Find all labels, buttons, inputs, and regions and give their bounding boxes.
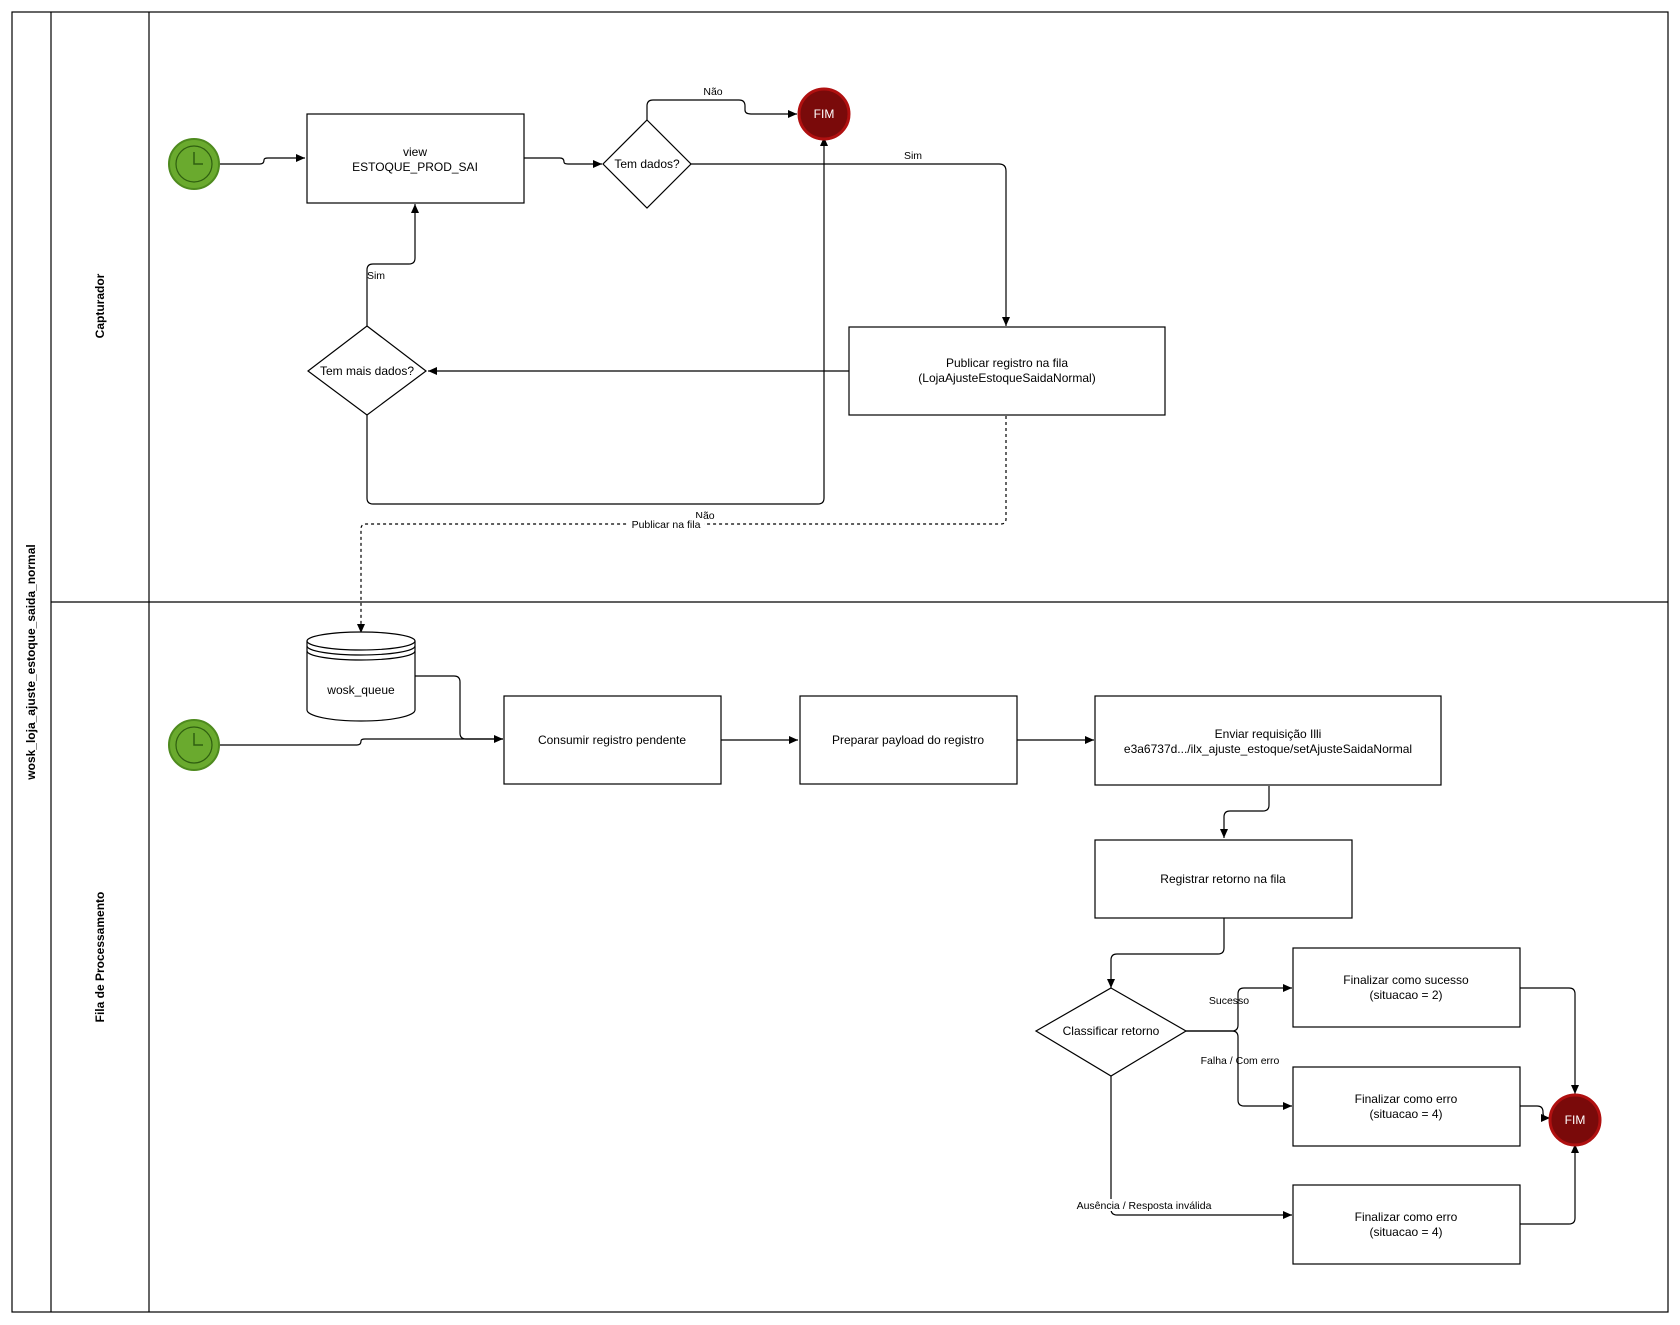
edge-start2-to-consumir xyxy=(219,735,503,746)
task-view: view ESTOQUE_PROD_SAI xyxy=(306,113,525,204)
edge-sim-to-view xyxy=(366,204,419,326)
edge-label-sim-right: Sim xyxy=(904,150,922,162)
edge-erro2-to-fim xyxy=(1520,1144,1579,1225)
svg-text:e3a6737d.../ilx_ajuste_estoque: e3a6737d.../ilx_ajuste_estoque/setAjuste… xyxy=(1124,742,1412,756)
edge-label-sucesso: Sucesso xyxy=(1209,995,1249,1007)
task-registrar: Registrar retorno na fila xyxy=(1094,839,1353,919)
svg-text:Finalizar como sucesso: Finalizar como sucesso xyxy=(1343,973,1469,987)
pool-title: wosk_loja_ajuste_estoque_saida_normal xyxy=(24,544,38,780)
edge-view-to-tem-dados xyxy=(524,157,602,168)
svg-text:(situacao = 2): (situacao = 2) xyxy=(1369,988,1442,1002)
lane-title-capturador: Capturador xyxy=(93,273,107,338)
edge-sucesso xyxy=(1186,984,1292,1032)
svg-text:(situacao = 4): (situacao = 4) xyxy=(1369,1107,1442,1121)
edge-label-ausencia: Ausência / Resposta inválida xyxy=(1077,1200,1212,1212)
task-preparar: Preparar payload do registro xyxy=(799,695,1018,785)
start-event-timer-bottom xyxy=(168,719,220,771)
svg-text:Consumir registro pendente: Consumir registro pendente xyxy=(538,733,686,747)
edge-registrar-to-classificar xyxy=(1107,918,1225,988)
svg-text:Tem mais dados?: Tem mais dados? xyxy=(320,364,414,378)
svg-text:Tem dados?: Tem dados? xyxy=(614,157,680,171)
svg-text:Finalizar como erro: Finalizar como erro xyxy=(1355,1210,1458,1224)
svg-text:Publicar registro na fila: Publicar registro na fila xyxy=(946,356,1068,370)
gateway-tem-mais-dados: Tem mais dados? xyxy=(307,325,427,416)
svg-text:Enviar requisição Illi: Enviar requisição Illi xyxy=(1215,727,1322,741)
gateway-classificar: Classificar retorno xyxy=(1034,987,1188,1077)
edge-erro1-to-fim xyxy=(1520,1105,1550,1122)
edge-label-sim-up: Sim xyxy=(367,270,385,282)
svg-text:FIM: FIM xyxy=(814,107,835,121)
task-consumir: Consumir registro pendente xyxy=(503,695,722,785)
end-event-bottom: FIM xyxy=(1548,1093,1602,1147)
task-publicar: Publicar registro na fila (LojaAjusteEst… xyxy=(848,326,1166,416)
svg-text:FIM: FIM xyxy=(1565,1113,1586,1127)
svg-text:ESTOQUE_PROD_SAI: ESTOQUE_PROD_SAI xyxy=(352,160,478,174)
svg-text:Classificar retorno: Classificar retorno xyxy=(1063,1024,1160,1038)
data-store-queue: wosk_queue xyxy=(306,631,416,722)
edge-sucesso-to-fim xyxy=(1520,987,1579,1094)
edge-label-falha: Falha / Com erro xyxy=(1201,1055,1280,1067)
edge-nao-to-fim xyxy=(646,99,797,120)
edge-nao-to-fim-loop xyxy=(366,137,828,505)
task-finalizar-erro-2: Finalizar como erro (situacao = 4) xyxy=(1292,1184,1521,1265)
svg-text:wosk_queue: wosk_queue xyxy=(326,683,395,697)
edge-label-publicar-na-fila: Publicar na fila xyxy=(632,519,701,531)
edge-start-to-view xyxy=(219,154,305,165)
edge-sim-to-publicar xyxy=(691,163,1010,326)
task-finalizar-sucesso: Finalizar como sucesso (situacao = 2) xyxy=(1292,947,1521,1028)
clock-icon xyxy=(193,733,203,746)
task-finalizar-erro-1: Finalizar como erro (situacao = 4) xyxy=(1292,1066,1521,1147)
task-enviar: Enviar requisição Illi e3a6737d.../ilx_a… xyxy=(1094,695,1442,786)
svg-text:(LojaAjusteEstoqueSaidaNormal): (LojaAjusteEstoqueSaidaNormal) xyxy=(918,371,1095,385)
svg-text:Preparar payload do registro: Preparar payload do registro xyxy=(832,733,984,747)
lane-title-fila: Fila de Processamento xyxy=(93,892,107,1023)
svg-text:Finalizar como erro: Finalizar como erro xyxy=(1355,1092,1458,1106)
edge-enviar-to-registrar xyxy=(1220,786,1270,838)
end-event-top: FIM xyxy=(797,87,851,141)
svg-text:view: view xyxy=(403,145,427,159)
edge-falha xyxy=(1186,1030,1292,1110)
svg-text:Registrar retorno na fila: Registrar retorno na fila xyxy=(1160,872,1286,886)
edge-label-nao-top: Não xyxy=(703,86,722,98)
svg-text:(situacao = 4): (situacao = 4) xyxy=(1369,1225,1442,1239)
start-event-timer-top xyxy=(168,138,220,190)
edge-queue-to-consumir xyxy=(415,675,503,740)
gateway-tem-dados: Tem dados? xyxy=(602,119,692,209)
clock-icon xyxy=(193,152,203,165)
